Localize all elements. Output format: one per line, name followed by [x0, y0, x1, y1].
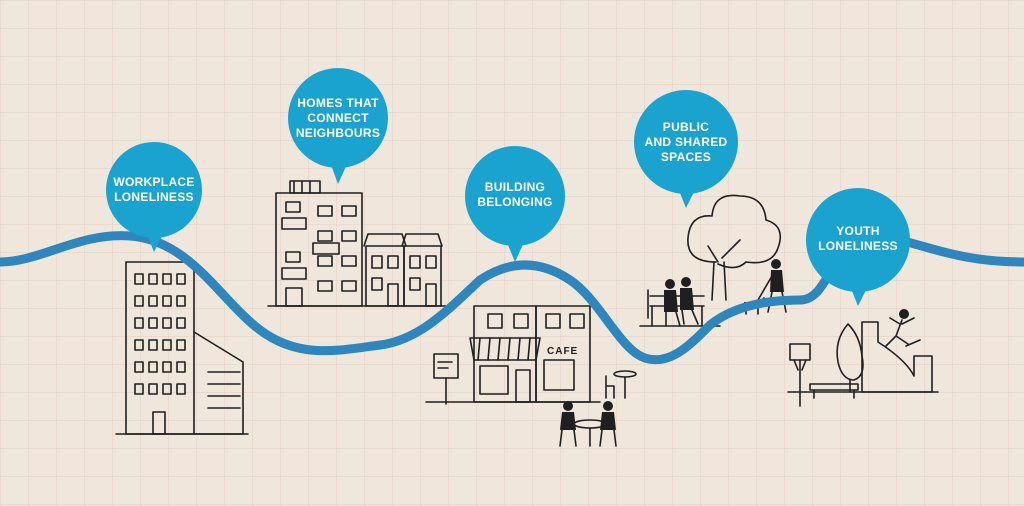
window — [134, 273, 144, 285]
window — [162, 339, 172, 351]
window — [134, 295, 144, 307]
window — [148, 339, 158, 351]
window — [134, 361, 144, 373]
label-line: AND SHARED — [644, 135, 728, 149]
window — [285, 201, 301, 213]
label-line: WORKPLACE — [113, 175, 195, 189]
window — [148, 273, 158, 285]
window — [341, 205, 357, 217]
bubble-youth — [806, 188, 910, 306]
bubble-workplace — [106, 142, 202, 252]
bubble-public — [634, 90, 738, 208]
window — [341, 255, 357, 267]
window — [148, 295, 158, 307]
label-line: LONELINESS — [114, 190, 194, 204]
window — [162, 317, 172, 329]
cafe-illustration: CAFE — [425, 305, 637, 447]
window — [148, 317, 158, 329]
cafe-sign: CAFE — [547, 346, 578, 357]
window — [317, 280, 333, 292]
window — [162, 273, 172, 285]
window — [176, 361, 186, 373]
window — [134, 383, 144, 395]
window — [317, 205, 333, 217]
label-building-belonging: BUILDING BELONGING — [465, 180, 565, 210]
window — [317, 255, 333, 267]
window — [176, 339, 186, 351]
office-tower-illustration — [115, 261, 249, 435]
window — [176, 317, 186, 329]
window — [176, 295, 186, 307]
window — [176, 383, 186, 395]
window — [134, 317, 144, 329]
window — [317, 230, 333, 242]
label-line: NEIGHBOURS — [295, 126, 381, 140]
label-public-and-shared-spaces: PUBLIC AND SHARED SPACES — [634, 120, 738, 165]
label-line: LONELINESS — [818, 239, 898, 253]
label-line: HOMES THAT — [297, 96, 379, 110]
label-line: YOUTH — [836, 224, 880, 238]
window — [176, 273, 186, 285]
label-workplace-loneliness: WORKPLACE LONELINESS — [104, 175, 204, 205]
skatepark-illustration — [787, 309, 939, 407]
label-line: CONNECT — [307, 111, 369, 125]
label-line: BUILDING — [484, 180, 546, 194]
label-youth-loneliness: YOUTH LONELINESS — [806, 224, 910, 254]
label-line: BELONGING — [477, 195, 553, 209]
window — [341, 230, 357, 242]
window — [285, 251, 301, 263]
apartment-illustration — [267, 180, 447, 307]
window — [162, 295, 172, 307]
window — [148, 361, 158, 373]
bubble-building — [465, 146, 565, 262]
window — [134, 339, 144, 351]
label-line: SPACES — [660, 150, 712, 164]
label-line: PUBLIC — [662, 120, 710, 134]
window — [162, 361, 172, 373]
label-homes-that-connect-neighbours: HOMES THAT CONNECT NEIGHBOURS — [286, 96, 390, 141]
window — [148, 383, 158, 395]
bubble-homes — [288, 68, 388, 184]
park-illustration — [639, 194, 787, 327]
window — [341, 280, 357, 292]
window — [162, 383, 172, 395]
